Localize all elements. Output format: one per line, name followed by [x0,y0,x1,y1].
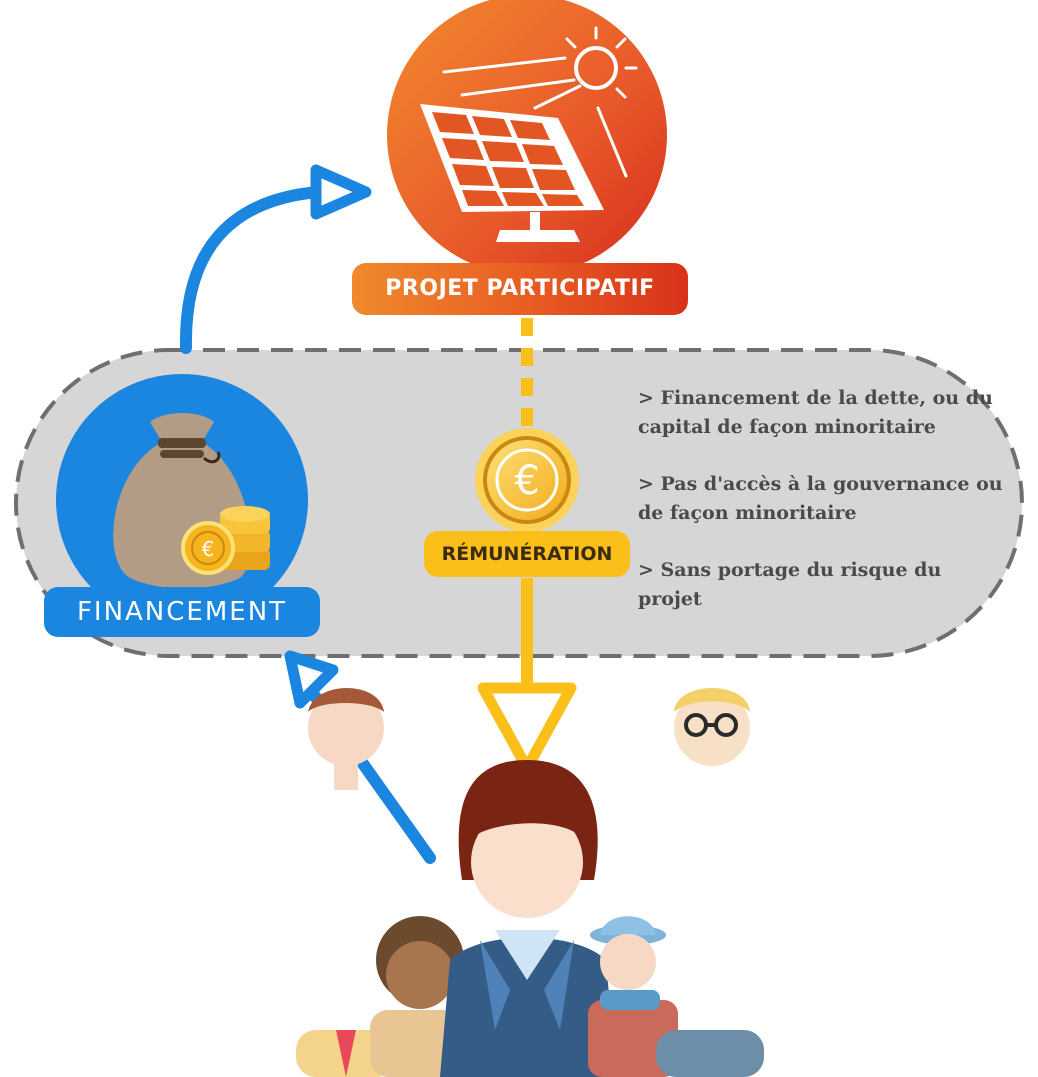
info-item-dette: > Financement de la dette, ou du capital… [638,387,993,438]
info-item-gouvernance: > Pas d'accès à la gouvernance ou de faç… [638,473,1003,524]
citizens-group-icon [296,688,764,1077]
person-man-left [296,688,396,1077]
info-item-risque: > Sans portage du risque du projet [638,559,942,610]
euro-coin-icon: € [475,428,579,532]
arrow-remuneration-to-citizens [477,318,577,774]
person-boy-glasses [656,688,764,1077]
money-bag-icon: € [56,374,308,626]
arrow-financement-to-projet [179,164,372,354]
financement-label: FINANCEMENT [44,587,320,637]
projet-participatif-label: PROJET PARTICIPATIF [352,263,688,315]
remuneration-label: RÉMUNÉRATION [424,531,630,577]
person-man-hat [588,916,678,1077]
solar-panel-icon [387,0,667,275]
svg-text:€: € [514,458,539,504]
info-list: > Financement de la dette, ou du capital… [638,384,1008,642]
euro-symbol: € [202,537,215,561]
person-woman-main [440,760,616,1077]
